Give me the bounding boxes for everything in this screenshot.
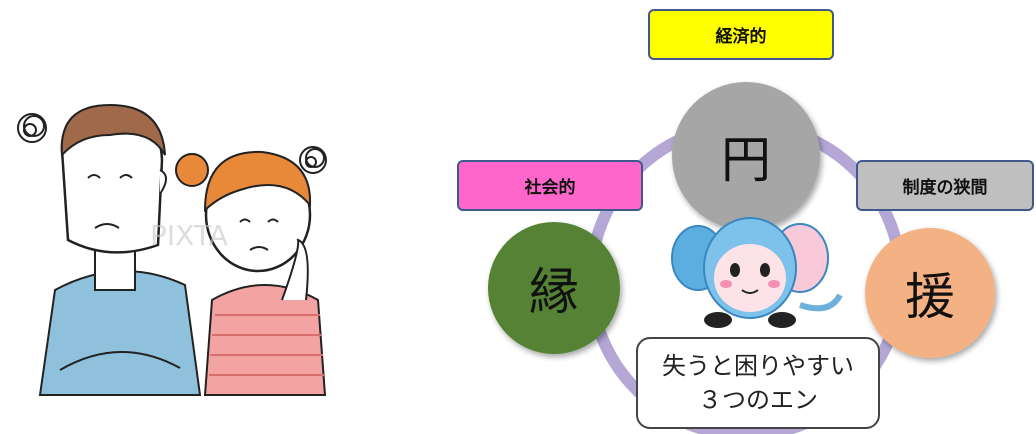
circle-en-money [672, 82, 820, 230]
circle-en-bond [488, 222, 620, 354]
callout-line-2: ３つのエン [698, 386, 818, 414]
circle-en-bond-text: 縁 [529, 263, 579, 321]
callout-line-1: 失うと困りやすい [662, 352, 854, 380]
label-social: 社会的 [457, 160, 643, 211]
worried-couple-illustration: PIXTA [17, 103, 327, 396]
circle-en-money-text: 円 [721, 131, 771, 189]
pixta-watermark: PIXTA [150, 219, 228, 252]
label-system-gap: 制度の狭間 [856, 160, 1034, 211]
three-en-callout: 失うと困りやすい ３つのエン [636, 337, 880, 429]
label-economic: 経済的 [648, 9, 834, 60]
circle-en-support [865, 228, 995, 358]
circle-en-support-text: 援 [905, 268, 955, 326]
